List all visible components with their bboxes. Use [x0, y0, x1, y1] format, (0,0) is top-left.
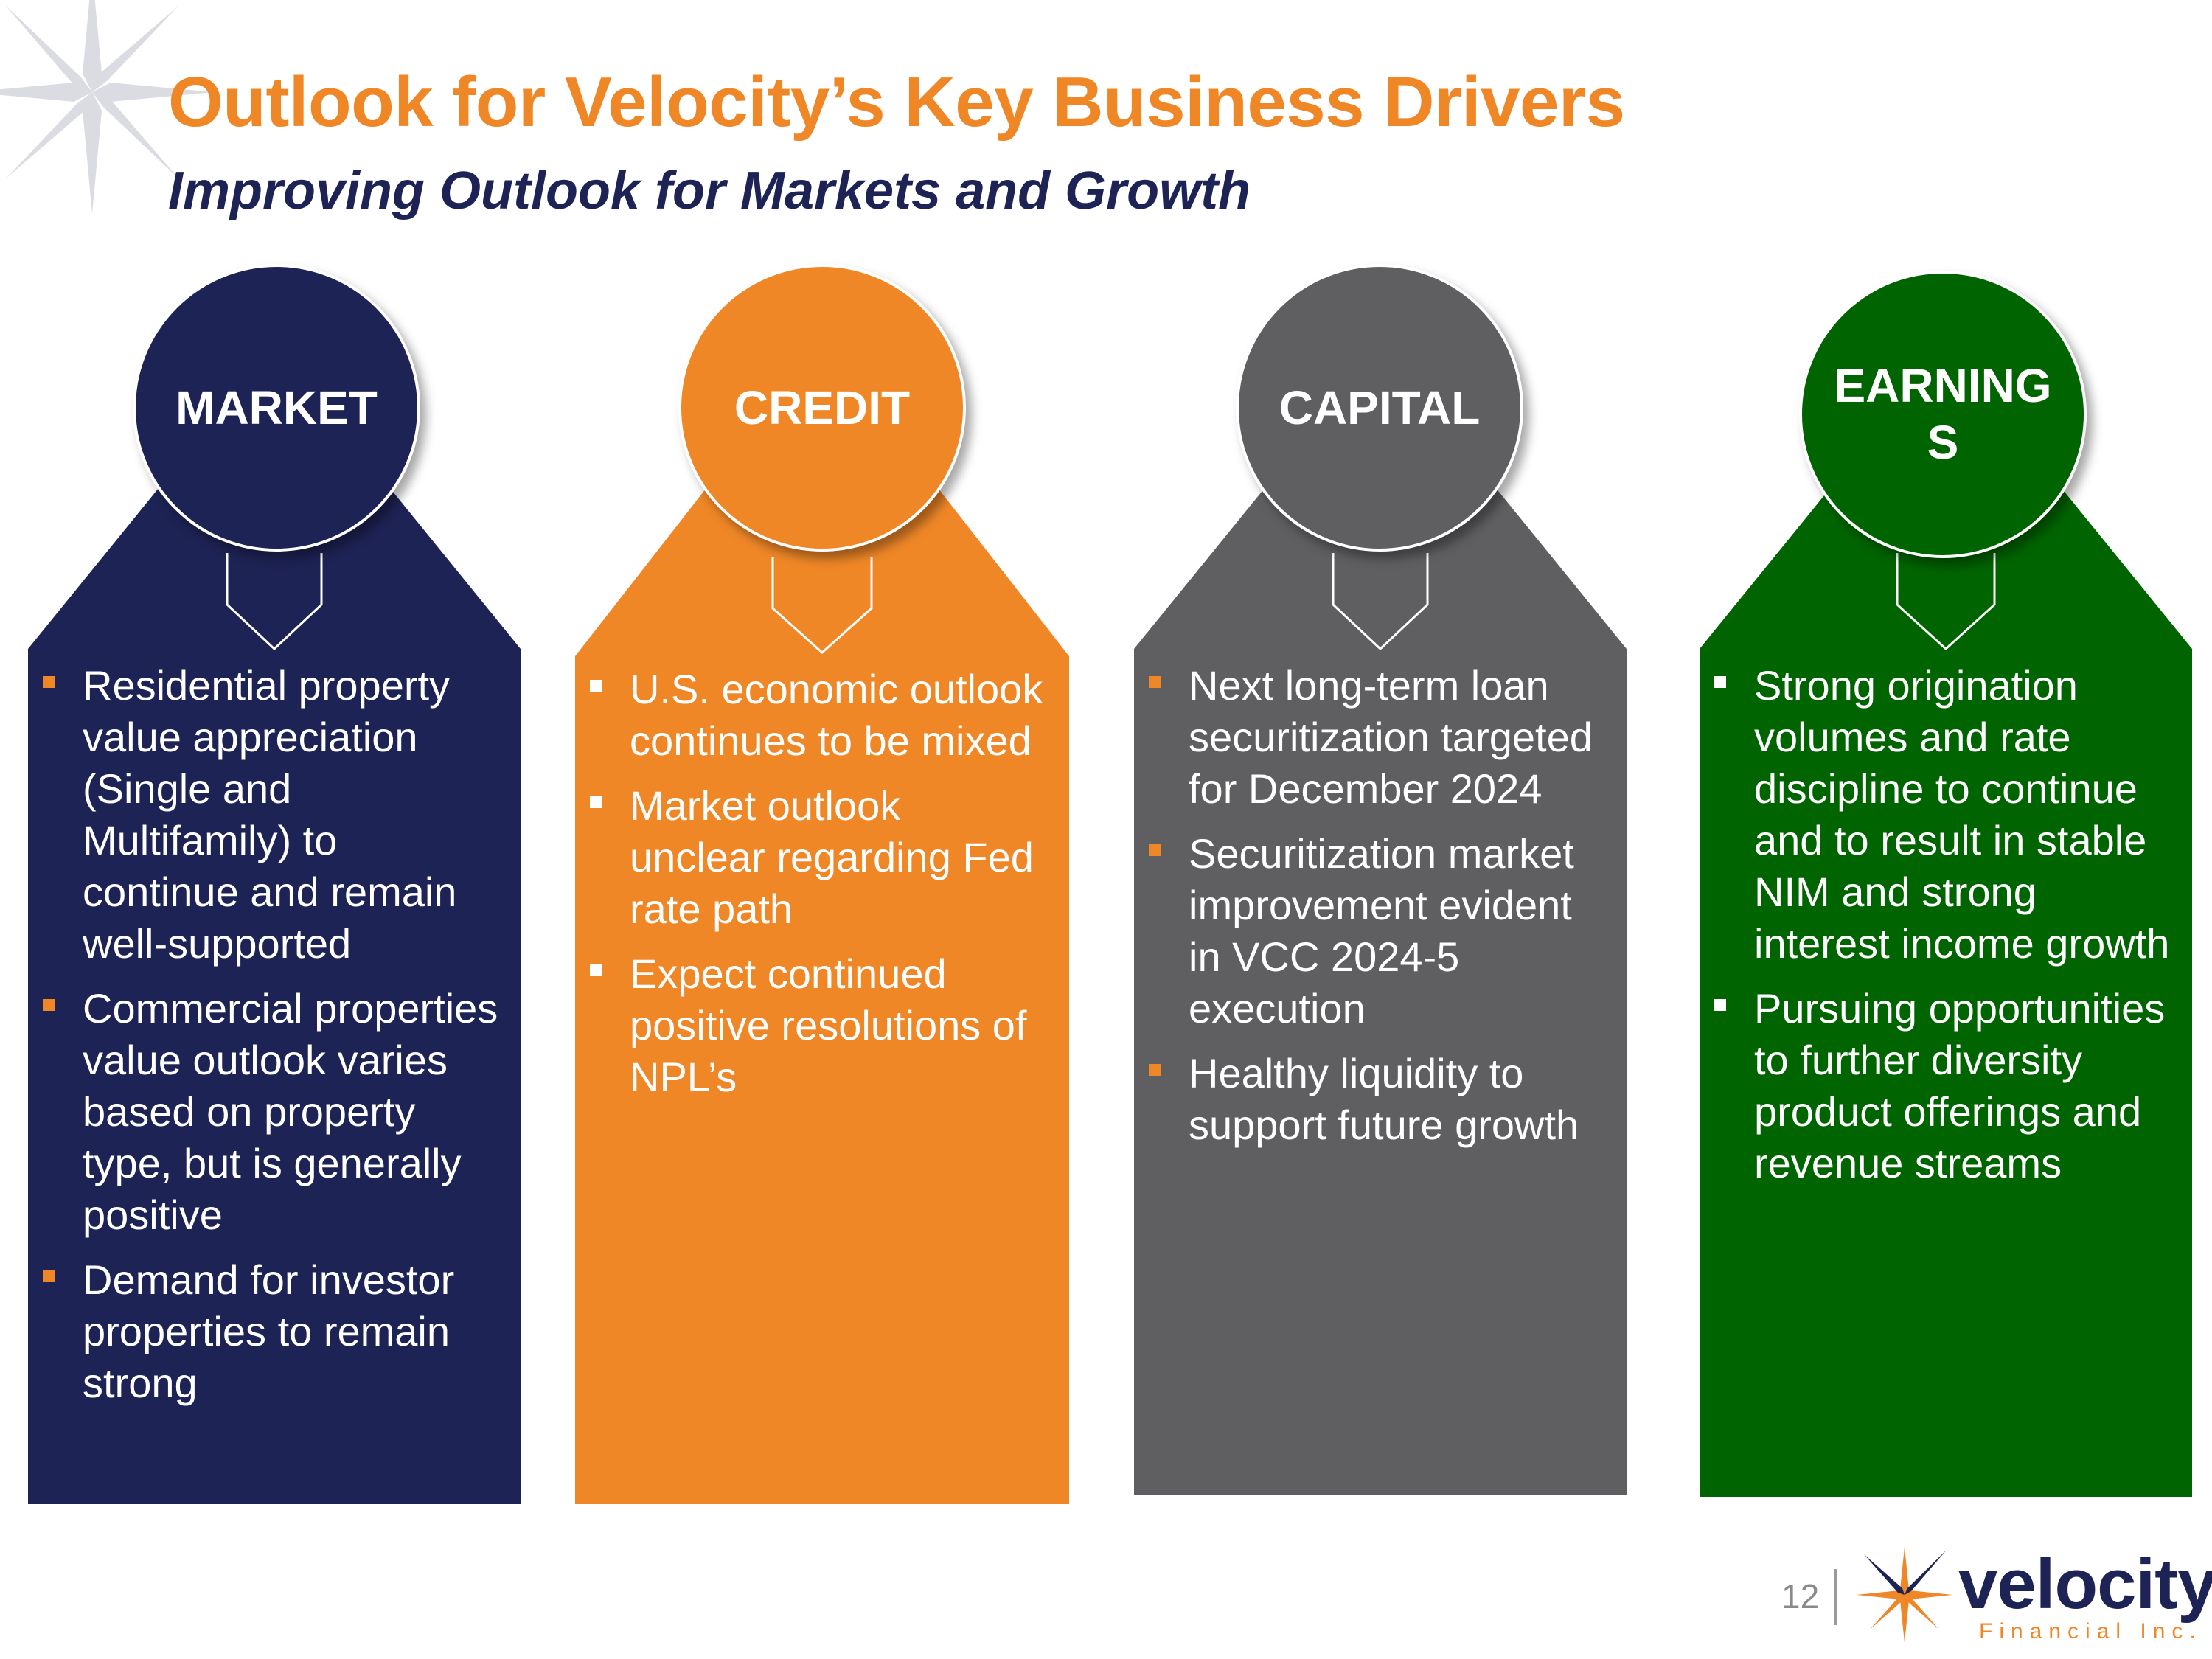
bullet-square-icon [1714, 999, 1726, 1011]
footer-divider [1834, 1569, 1837, 1625]
pillar-earnings-shape [1700, 472, 2192, 1497]
list-item: Next long-term loan securitization targe… [1134, 660, 1606, 815]
pillar-earnings-bullets: Strong origination volumes and rate disc… [1700, 660, 2179, 1203]
list-item: Residential property value appreciation … [28, 660, 500, 970]
bullet-square-icon [43, 1270, 55, 1282]
logo-wordmark: velocity [1958, 1545, 2212, 1624]
list-item: Pursuing opportunities to further divers… [1700, 983, 2179, 1189]
list-item: Expect continued positive resolutions of… [575, 948, 1047, 1103]
bullet-square-icon [43, 999, 55, 1011]
pillar-credit: CREDIT U.S. economic outlook continues t… [575, 264, 1069, 1504]
pillar-market-bullets: Residential property value appreciation … [28, 660, 500, 1422]
page-number: 12 [1781, 1577, 1820, 1615]
pillar-earnings-circle: EARNINGS [1799, 271, 2087, 558]
slide-subtitle: Improving Outlook for Markets and Growth [168, 161, 1251, 220]
list-item: Securitization market improvement eviden… [1134, 828, 1606, 1034]
list-item: Market outlook unclear regarding Fed rat… [575, 780, 1047, 935]
pillar-earnings-label: EARNINGS [1834, 359, 2052, 469]
pillar-capital: CAPITAL Next long-term loan securitizati… [1134, 264, 1627, 1495]
velocity-logo: velocity Financial Inc. [1849, 1540, 2212, 1650]
pillar-market-label: MARKET [175, 380, 378, 434]
bullet-square-icon [1149, 676, 1161, 688]
pillar-credit-label: CREDIT [734, 380, 911, 434]
logo-subtitle: Financial Inc. [1979, 1619, 2202, 1644]
pillar-credit-bullets: U.S. economic outlook continues to be mi… [575, 664, 1047, 1116]
pillar-market-circle: MARKET [133, 264, 420, 552]
list-item: Strong origination volumes and rate disc… [1700, 660, 2179, 970]
pillar-capital-bullets: Next long-term loan securitization targe… [1134, 660, 1606, 1164]
bullet-square-icon [1149, 844, 1161, 856]
bullet-square-icon [590, 680, 602, 692]
pillar-credit-circle: CREDIT [678, 264, 966, 552]
pillar-earnings: EARNINGS Strong origination volumes and … [1700, 271, 2192, 1497]
slide-title: Outlook for Velocity’s Key Business Driv… [168, 63, 1625, 142]
pillar-credit-shape [575, 472, 1069, 1504]
star-decoration-icon [0, 0, 214, 214]
bullet-square-icon [1714, 676, 1726, 688]
pillar-capital-shape [1134, 472, 1627, 1495]
list-item: Healthy liquidity to support future grow… [1134, 1048, 1606, 1151]
bullet-square-icon [590, 796, 602, 808]
bullet-square-icon [1149, 1064, 1161, 1076]
pillar-market-shape [28, 472, 521, 1504]
bullet-square-icon [43, 676, 55, 688]
list-item: Commercial properties value outlook vari… [28, 983, 500, 1241]
list-item: U.S. economic outlook continues to be mi… [575, 664, 1047, 767]
velocity-star-icon [1857, 1547, 1952, 1643]
list-item: Demand for investor properties to remain… [28, 1254, 500, 1409]
pillar-capital-label: CAPITAL [1279, 380, 1481, 434]
pillar-market: MARKET Residential property value apprec… [28, 264, 521, 1504]
pillar-capital-circle: CAPITAL [1236, 264, 1523, 552]
bullet-square-icon [590, 964, 602, 976]
